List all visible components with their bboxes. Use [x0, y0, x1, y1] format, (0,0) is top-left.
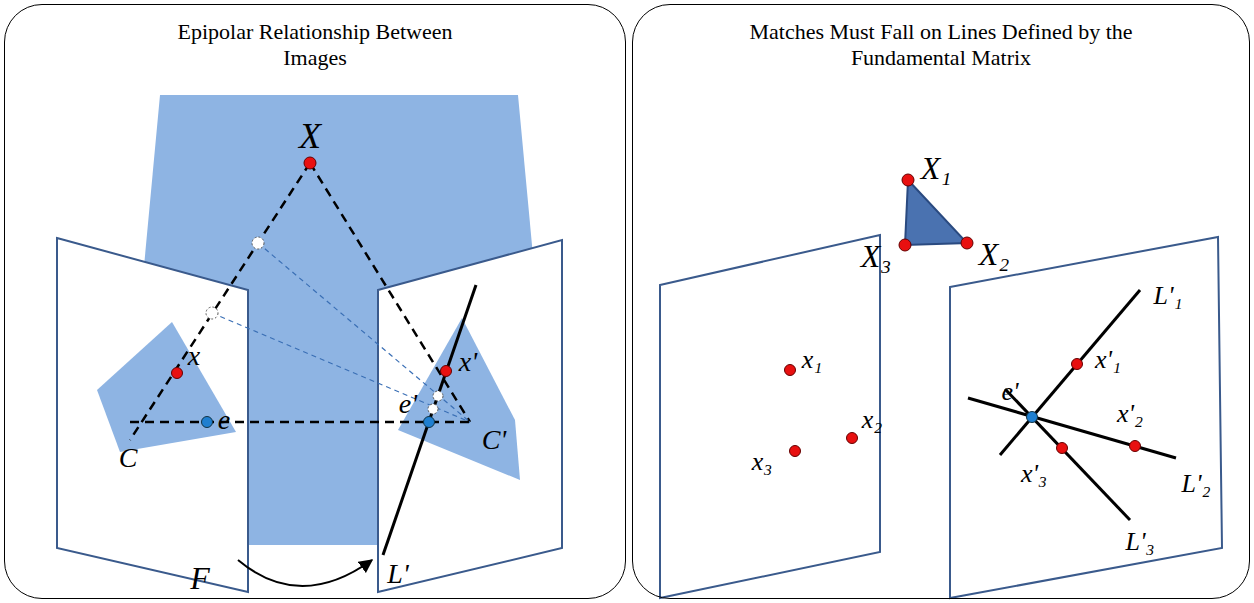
point-label: F [190, 562, 210, 594]
panel-title: Matches Must Fall on Lines Defined by th… [731, 19, 1151, 71]
world-point [961, 237, 973, 249]
point-label: C [119, 444, 138, 472]
point-label: L' [387, 560, 409, 588]
world-point [902, 174, 914, 186]
epipolar-line [383, 285, 476, 555]
candidate-projection [433, 391, 443, 401]
epipole [1027, 412, 1038, 423]
point-label: L'₂ [1181, 471, 1210, 497]
point-label: x₃ [752, 449, 773, 475]
right-image-plane [378, 240, 562, 592]
point-label: L'₃ [1125, 529, 1154, 555]
point-label: L'₁ [1153, 283, 1182, 309]
image-point [790, 446, 801, 457]
projection-line [258, 243, 470, 422]
epipole [202, 417, 213, 428]
image-point [1072, 359, 1083, 370]
image-point [785, 365, 796, 376]
candidate-point [206, 307, 218, 319]
candidate-projection [428, 404, 438, 414]
panel: Epipolar Relationship Between Images [4, 4, 626, 599]
world-triangle [905, 180, 967, 245]
point-label: X₃ [861, 240, 892, 272]
left-image-plane [57, 238, 248, 592]
epipole [424, 417, 435, 428]
point-label: x₂ [862, 407, 883, 433]
image-point [847, 433, 858, 444]
right-image-plane [950, 237, 1222, 598]
baseline [130, 421, 470, 424]
point-label: x' [459, 348, 477, 376]
epipolar-line [1000, 290, 1140, 455]
epipolar-line [1005, 389, 1130, 520]
plane-section-left [97, 322, 236, 452]
world-point [899, 239, 911, 251]
ray-x-to-c-prime [310, 163, 470, 422]
point-label: X₁ [921, 152, 952, 184]
image-point [441, 366, 452, 377]
ray-x-to-c [130, 163, 310, 440]
image-point [172, 368, 183, 379]
point-label: X [299, 118, 321, 154]
candidate-point [252, 237, 264, 249]
point-label: x'₁ [1095, 347, 1121, 373]
point-label: e' [399, 390, 417, 418]
epipolar-line [968, 398, 1176, 458]
point-label: x'₂ [1117, 401, 1143, 427]
panel-title: Epipolar Relationship Between Images [165, 19, 465, 71]
point-label: e' [1001, 379, 1018, 405]
image-point [1057, 443, 1068, 454]
world-point [304, 157, 316, 169]
point-label: e [218, 406, 230, 434]
fundamental-arrow [238, 560, 372, 586]
image-point [1130, 441, 1141, 452]
point-label: C' [482, 426, 507, 454]
point-label: x'₃ [1021, 461, 1047, 487]
projection-line [212, 313, 470, 422]
point-label: x [188, 342, 200, 370]
point-label: X₂ [979, 238, 1010, 270]
point-label: x₁ [802, 347, 823, 373]
left-image-plane [660, 235, 880, 598]
